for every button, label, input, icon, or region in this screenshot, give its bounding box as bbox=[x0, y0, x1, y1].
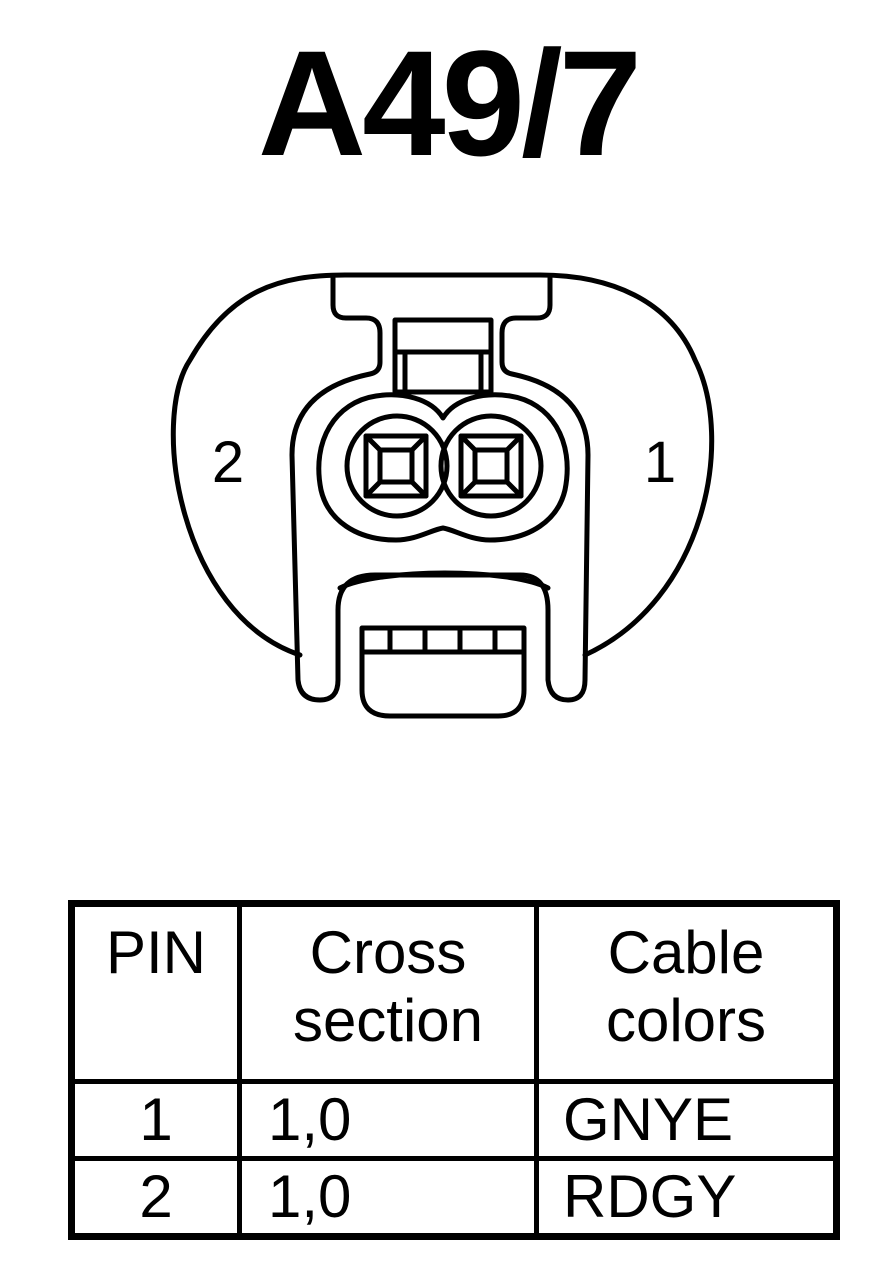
connector-bottom-tab bbox=[359, 629, 527, 719]
header-cross-section: Cross section bbox=[237, 901, 539, 1084]
header-pin: PIN bbox=[69, 901, 242, 1084]
pin-2-socket bbox=[344, 413, 450, 519]
table-row: 1 1,0 GNYE bbox=[69, 1079, 839, 1161]
table-header-row: PIN Cross section Cable colors bbox=[69, 901, 839, 1084]
cell-cable-color: RDGY bbox=[534, 1156, 839, 1239]
pin-label-left: 2 bbox=[212, 430, 244, 495]
cell-cross-section: 1,0 bbox=[237, 1156, 539, 1239]
connector-latch-window bbox=[392, 317, 494, 395]
connector-drawing: 2 1 bbox=[170, 272, 715, 719]
diagram-title: A49/7 bbox=[257, 19, 642, 187]
connector-lock-bar bbox=[337, 570, 551, 591]
header-cross-line2: section bbox=[292, 987, 484, 1054]
cell-cross-section: 1,0 bbox=[237, 1079, 539, 1161]
connector-latch bbox=[289, 275, 591, 703]
header-color-line2: colors bbox=[605, 987, 767, 1054]
pin-1-socket bbox=[438, 413, 544, 519]
pin-label-right: 1 bbox=[644, 430, 676, 495]
cell-cable-color: GNYE bbox=[534, 1079, 839, 1161]
pin-table: PIN Cross section Cable colors 1 1,0 GNY… bbox=[68, 900, 840, 1240]
header-cable-colors: Cable colors bbox=[534, 901, 839, 1084]
header-pin-label: PIN bbox=[105, 919, 207, 986]
connector-outer-housing bbox=[170, 272, 715, 658]
cell-pin: 1 bbox=[69, 1079, 242, 1161]
cell-pin: 2 bbox=[69, 1156, 242, 1239]
table-row: 2 1,0 RDGY bbox=[69, 1156, 839, 1239]
connector-cavity bbox=[316, 392, 570, 543]
header-cross-line1: Cross bbox=[309, 919, 467, 986]
header-color-line1: Cable bbox=[607, 919, 765, 986]
